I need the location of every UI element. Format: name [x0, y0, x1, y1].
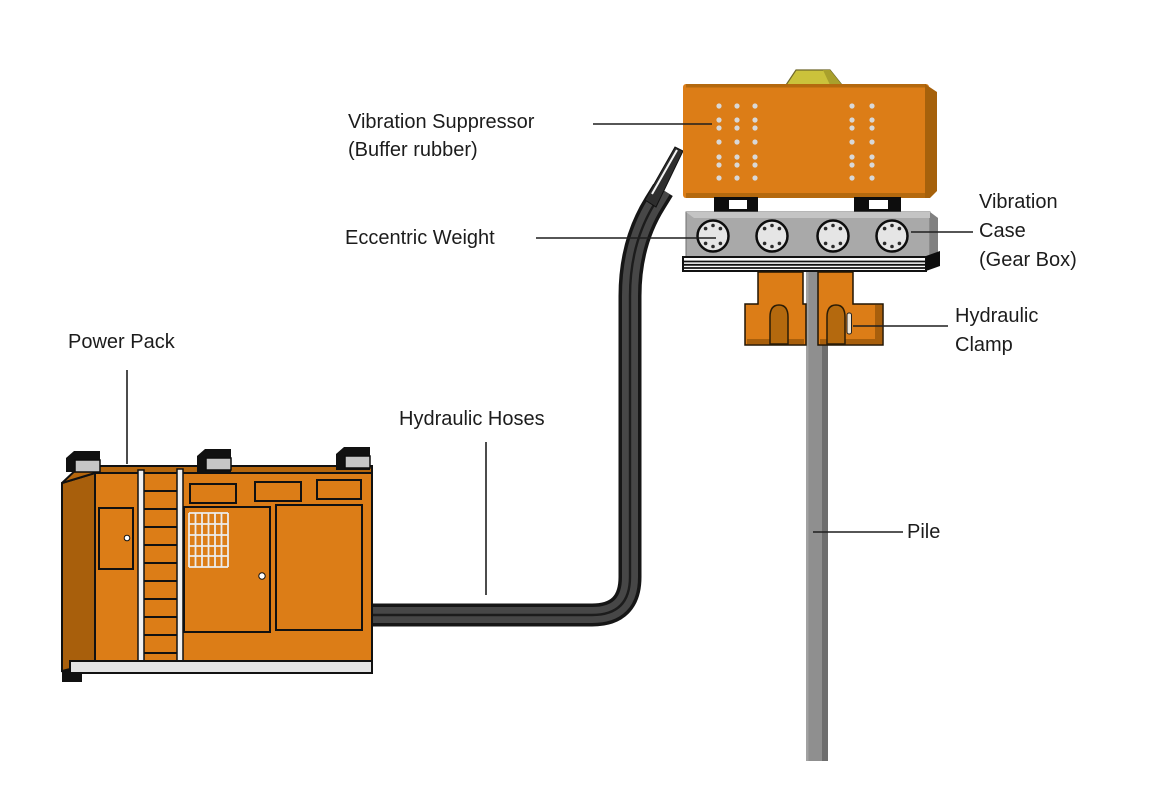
power-pack-graphic [61, 447, 373, 682]
label-line: Vibration [979, 191, 1058, 213]
label-line: Power Pack [68, 331, 175, 353]
base-skid [69, 660, 373, 674]
case-base-plate [682, 251, 940, 272]
label-line: (Buffer rubber) [348, 139, 478, 161]
mesh-grille [188, 512, 229, 568]
hydraulic-clamp-label: Hydraulic Clamp [955, 302, 1038, 360]
power-pack-front-face [94, 472, 373, 664]
door-handle [123, 534, 131, 542]
hydraulic-hoses-graphic [370, 146, 684, 627]
label-line: Pile [907, 521, 941, 543]
lifting-lug [66, 451, 101, 473]
vent-panel [189, 483, 237, 504]
vent-panel [254, 481, 302, 502]
lifting-lug [197, 449, 232, 472]
eccentric-weight-disc [755, 219, 789, 253]
suppressor-mounts [714, 197, 901, 213]
suppressor-side-face [925, 84, 937, 198]
engine-door [275, 504, 363, 631]
clamp-slot [846, 312, 852, 335]
door-handle [258, 572, 266, 580]
label-line: (Gear Box) [979, 249, 1077, 271]
vent-panel [316, 479, 362, 500]
eccentric-weight-disc [816, 219, 850, 253]
side-access-door [98, 507, 134, 570]
power-pack-label: Power Pack [68, 328, 175, 356]
vibration-case-graphic [682, 211, 940, 272]
hydraulic-hoses-label: Hydraulic Hoses [399, 405, 545, 433]
label-line: Eccentric Weight [345, 227, 495, 249]
vibration-suppressor-graphic [683, 69, 937, 213]
eccentric-weight-label: Eccentric Weight [345, 224, 495, 252]
power-pack-side-face [61, 471, 96, 673]
label-line: Case [979, 220, 1026, 242]
clamp-jaw-notch [826, 304, 846, 345]
label-line: Clamp [955, 334, 1013, 356]
suppressor-body [683, 84, 929, 198]
leader-lines [126, 123, 973, 595]
hydraulic-clamp-graphic [744, 271, 884, 346]
lifting-lug [336, 447, 371, 470]
pile-label: Pile [907, 518, 940, 546]
pile-graphic [806, 262, 828, 761]
label-line: Vibration Suppressor [348, 111, 535, 133]
label-line: Hydraulic [955, 305, 1039, 327]
label-line: Hydraulic Hoses [399, 408, 545, 430]
eccentric-weight-disc [875, 219, 909, 253]
vibration-suppressor-label: Vibration Suppressor (Buffer rubber) [348, 108, 534, 164]
vibration-case-label: Vibration Case (Gear Box) [979, 188, 1077, 275]
engine-door [183, 506, 271, 633]
eccentric-weight-disc [696, 219, 730, 253]
clamp-jaw-notch [769, 304, 789, 345]
